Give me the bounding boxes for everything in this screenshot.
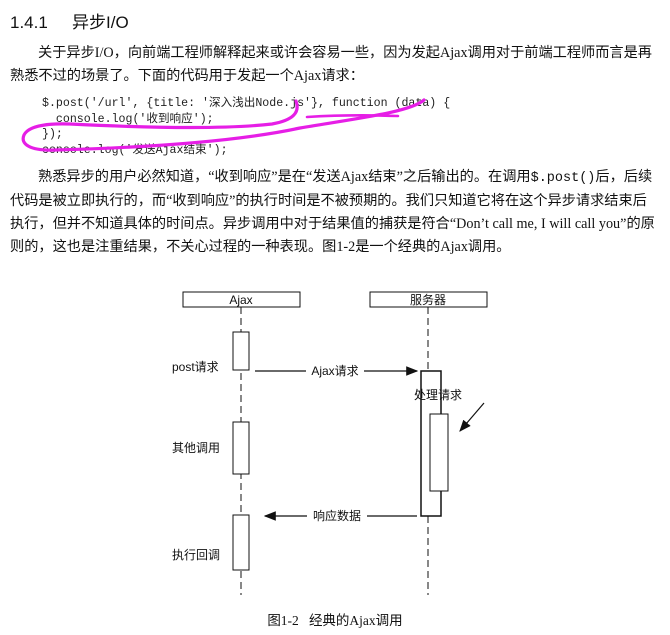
section-number: 1.4.1 [10, 13, 48, 32]
server-label-processing: 处理请求 [414, 388, 462, 402]
body-text-2: 后，后续代码是被立即执行的，而“收到响应”的执行时间是不被预期的。我们只知道它将… [10, 169, 655, 255]
message-label-response: 响应数据 [313, 508, 361, 523]
message-label-request: Ajax请求 [311, 364, 358, 378]
intro-paragraph: 关于异步I/O，向前端工程师解释起来或许会容易一些，因为发起Ajax调用对于前端… [10, 42, 660, 88]
activation-callback [232, 514, 250, 571]
activation-post [232, 331, 250, 371]
client-label-other: 其他调用 [172, 441, 220, 455]
client-label-callback: 执行回调 [172, 548, 220, 562]
section-heading: 1.4.1 异步I/O [10, 8, 129, 33]
figure-title: 经典的Ajax调用 [308, 613, 403, 628]
activation-processing [429, 413, 449, 492]
client-label-post: post请求 [172, 360, 219, 374]
processing-pointer-arrow [459, 402, 485, 432]
inline-code: $.post() [530, 171, 596, 186]
participant-label-server: 服务器 [410, 292, 446, 307]
body-paragraph: 熟悉异步的用户必然知道，“收到响应”是在“发送Ajax结束”之后输出的。在调用$… [10, 166, 660, 259]
figure-caption: 图1-2 经典的Ajax调用 [0, 609, 670, 629]
intro-text: 关于异步I/O，向前端工程师解释起来或许会容易一些，因为发起Ajax调用对于前端… [10, 45, 652, 84]
figure-number: 图1-2 [267, 613, 299, 628]
activation-other [232, 421, 250, 475]
participant-label-ajax: Ajax [229, 293, 252, 307]
section-title: 异步I/O [72, 13, 129, 32]
body-text-1: 熟悉异步的用户必然知道，“收到响应”是在“发送Ajax结束”之后输出的。在调用 [38, 169, 531, 185]
